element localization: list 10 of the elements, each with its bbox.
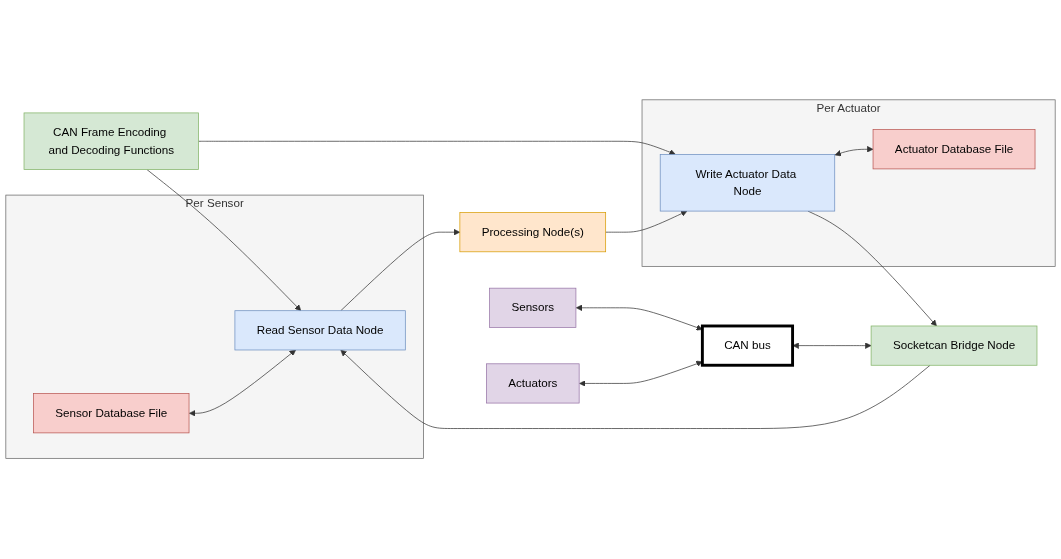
node-box: CAN Frame Encoding and Decoding Functions — [23, 112, 199, 171]
node-box: Sensors — [489, 288, 577, 329]
node-box: CAN bus — [700, 324, 795, 368]
node-box: Actuators — [486, 363, 580, 404]
node-box: Actuator Database File — [872, 129, 1036, 170]
node-box: Socketcan Bridge Node — [870, 326, 1038, 367]
node-box: Processing Node(s) — [459, 212, 607, 253]
node-box: Write Actuator Data Node — [659, 154, 836, 212]
node-box: Sensor Database File — [33, 393, 190, 434]
node-box: Read Sensor Data Node — [234, 310, 406, 351]
